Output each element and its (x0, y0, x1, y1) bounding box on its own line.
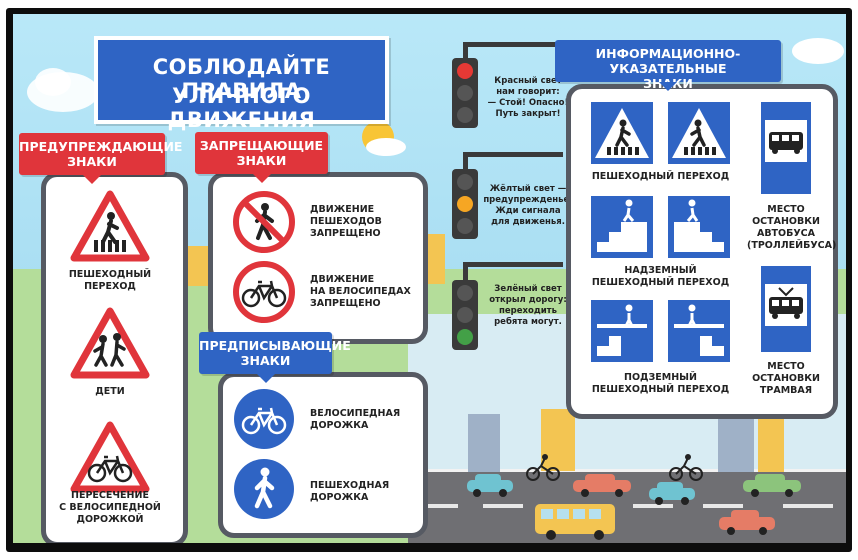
traffic-light-arm (463, 152, 563, 157)
prohibiting-signs-heading: ЗАПРЕЩАЮЩИЕ ЗНАКИ (195, 132, 328, 183)
car-icon (719, 510, 775, 535)
cloud-icon (27, 68, 99, 112)
traffic-light-arm (463, 262, 563, 267)
heading-line: ПРЕДПИСЫВАЮЩИЕ (199, 338, 351, 353)
traffic-light-arm (463, 42, 563, 47)
car-icon (649, 482, 695, 505)
road-marking (703, 504, 743, 508)
car-icon (573, 474, 631, 497)
title-line-2: УЛИЧНОГО ДВИЖЕНИЯ (167, 84, 316, 132)
car-icon (467, 474, 513, 497)
road-marking (483, 504, 523, 508)
no-pedestrians-icon (233, 191, 295, 253)
cyclist-icon (669, 454, 703, 481)
traffic-light-arm (463, 42, 468, 62)
traffic-light-arm (463, 262, 468, 282)
bus-stop-icon (759, 100, 813, 196)
page-title: СОБЛЮДАЙТЕ ПРАВИЛА УЛИЧНОГО ДВИЖЕНИЯ (94, 36, 389, 132)
heading-line: ЗАПРЕЩАЮЩИЕ (199, 138, 324, 153)
traffic-light-yellow (452, 169, 478, 239)
heading-line: ЗНАКИ (67, 154, 117, 169)
pedestrian-crossing-square-icon (666, 100, 732, 166)
info-signs-heading: ИНФОРМАЦИОННО-УКАЗАТЕЛЬНЫЕ ЗНАКИ (555, 40, 781, 91)
heading-line: ПРЕДУПРЕЖДАЮЩИЕ (19, 139, 183, 154)
no-bicycles-icon (233, 261, 295, 323)
building (185, 246, 209, 286)
heading-line: ЗНАКИ (240, 353, 291, 368)
bicycle-path-icon (234, 389, 294, 449)
overpass-icon (589, 194, 655, 260)
building (541, 409, 575, 471)
traffic-light-red (452, 58, 478, 128)
cloud-icon (792, 38, 844, 64)
sun-icon (362, 121, 406, 156)
car-icon (743, 474, 801, 497)
children-triangle-icon (70, 307, 150, 379)
bicycle-triangle-icon (70, 421, 150, 493)
title-line-1: СОБЛЮДАЙТЕ ПРАВИЛА (152, 55, 331, 103)
heading-line: ЗНАКИ (236, 153, 287, 168)
tram-stop-icon (759, 264, 813, 354)
pedestrian-path-icon (234, 459, 294, 519)
road-marking (418, 504, 458, 508)
sign-label-children: ДЕТИ (95, 386, 125, 397)
pedestrian-crossing-triangle-icon (70, 190, 150, 262)
traffic-light-green (452, 280, 478, 350)
warning-signs-heading: ПРЕДУПРЕЖДАЮЩИЕ ЗНАКИ (19, 133, 183, 184)
book-spread: СОБЛЮДАЙТЕ ПРАВИЛА УЛИЧНОГО ДВИЖЕНИЯ ПРЕ… (13, 14, 846, 543)
mandatory-signs-heading: ПРЕДПИСЫВАЮЩИЕ ЗНАКИ (199, 332, 351, 383)
underpass-icon (589, 298, 655, 364)
road-marking (633, 504, 673, 508)
underpass-icon (666, 298, 732, 364)
cyclist-icon (526, 454, 560, 481)
curb (408, 469, 846, 473)
traffic-light-arm (463, 152, 468, 172)
bus-icon (535, 504, 615, 540)
heading-line: ИНФОРМАЦИОННО-УКАЗАТЕЛЬНЫЕ (595, 46, 741, 76)
road-marking (783, 504, 833, 508)
pedestrian-crossing-square-icon (589, 100, 655, 166)
building (758, 414, 784, 472)
sign-label-crossing: ПЕШЕХОДНЫЙ ПЕРЕХОД (591, 171, 730, 182)
building (468, 414, 500, 472)
overpass-icon (666, 194, 732, 260)
